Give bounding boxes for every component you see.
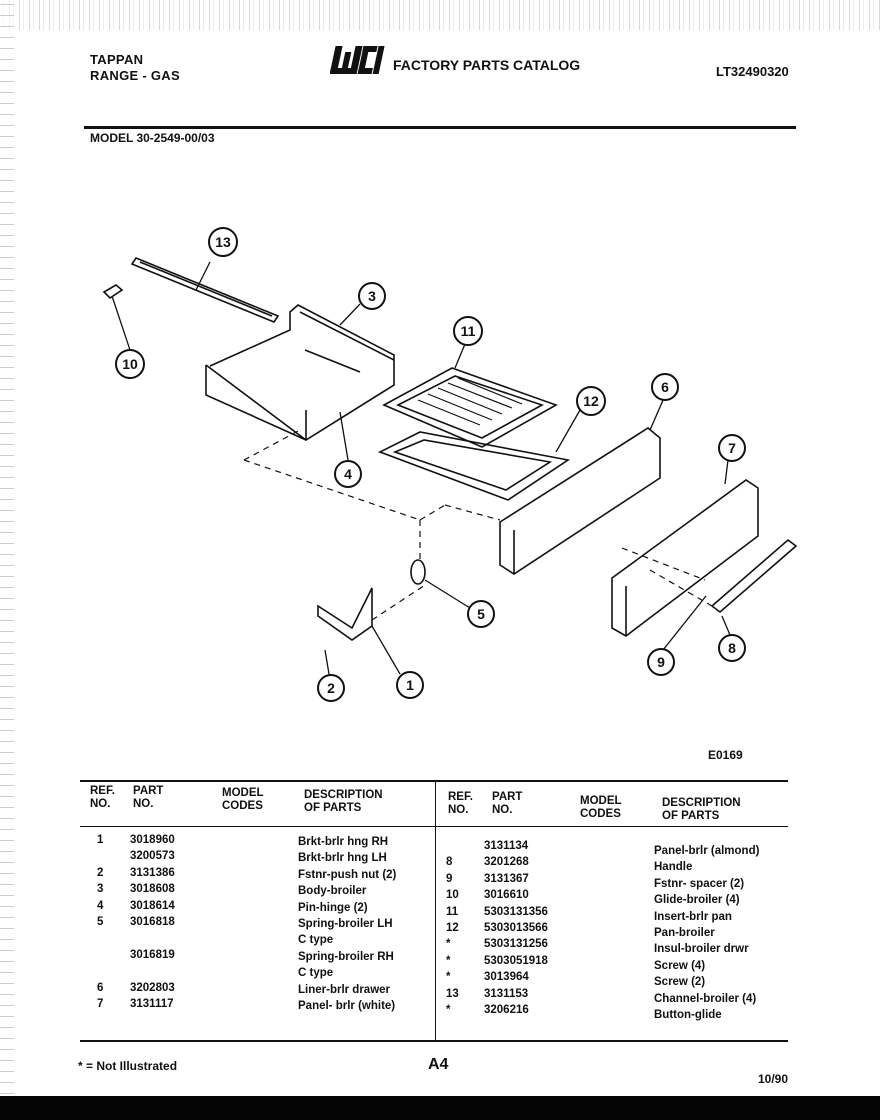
part-panel-broiler — [611, 479, 759, 637]
part-pan-broiler — [378, 431, 571, 501]
svg-text:9: 9 — [657, 654, 665, 670]
scan-edge-bottom — [0, 1096, 880, 1120]
table-header-rule — [80, 826, 788, 827]
svg-text:4: 4 — [344, 466, 352, 482]
callout-9: 9 — [647, 648, 675, 676]
callout-10: 10 — [115, 349, 145, 379]
table-top-rule — [80, 780, 788, 782]
catalog-title: FACTORY PARTS CATALOG — [393, 57, 581, 73]
brand-name: TAPPAN — [90, 52, 144, 67]
page-number: A4 — [428, 1056, 449, 1073]
diagram-code: E0169 — [708, 748, 743, 762]
part-channel-broiler — [130, 257, 280, 323]
table-bottom-rule — [80, 1040, 788, 1042]
brand-product-line: RANGE - GAS — [90, 68, 180, 83]
svg-text:7: 7 — [728, 440, 736, 456]
catalog-number: LT32490320 — [716, 64, 789, 79]
callout-5: 5 — [467, 600, 495, 628]
callout-7: 7 — [718, 434, 746, 462]
part-handle — [710, 538, 798, 614]
callout-11: 11 — [453, 316, 483, 346]
hdr-ref: REF.NO. — [90, 785, 115, 810]
callout-4: 4 — [334, 460, 362, 488]
callout-8: 8 — [718, 634, 746, 662]
header-rule — [84, 126, 796, 129]
svg-text:12: 12 — [583, 393, 599, 409]
wci-logo — [330, 46, 385, 74]
callout-12: 12 — [576, 386, 606, 416]
part-glide-broiler — [102, 284, 124, 300]
callout-13: 13 — [208, 227, 238, 257]
callout-2: 2 — [317, 674, 345, 702]
callout-3: 3 — [358, 282, 386, 310]
part-liner-drawer — [499, 427, 661, 575]
catalog-date: 10/90 — [758, 1072, 789, 1086]
table-divider — [435, 780, 436, 1042]
part-body-broiler — [205, 304, 395, 441]
svg-text:13: 13 — [215, 234, 231, 250]
part-insert-broiler-pan — [382, 367, 558, 448]
hdr-ref-right: REF.NO. — [448, 791, 473, 816]
svg-text:10: 10 — [122, 356, 138, 372]
svg-text:6: 6 — [661, 379, 669, 395]
callout-6: 6 — [651, 373, 679, 401]
svg-text:5: 5 — [477, 606, 485, 622]
not-illustrated-note: * = Not Illustrated — [78, 1059, 178, 1073]
exploded-parts-diagram: 13 3 10 11 12 6 4 7 5 9 8 2 1 — [102, 227, 798, 702]
svg-text:3: 3 — [368, 288, 376, 304]
callout-1: 1 — [396, 671, 424, 699]
svg-text:2: 2 — [327, 680, 335, 696]
part-bracket-broiler — [317, 587, 373, 641]
svg-text:11: 11 — [461, 323, 476, 339]
scan-noise-left — [0, 0, 14, 1120]
svg-text:1: 1 — [406, 677, 414, 693]
model-number: MODEL 30-2549-00/03 — [90, 131, 215, 145]
svg-text:8: 8 — [728, 640, 736, 656]
scan-noise-top — [0, 0, 880, 30]
